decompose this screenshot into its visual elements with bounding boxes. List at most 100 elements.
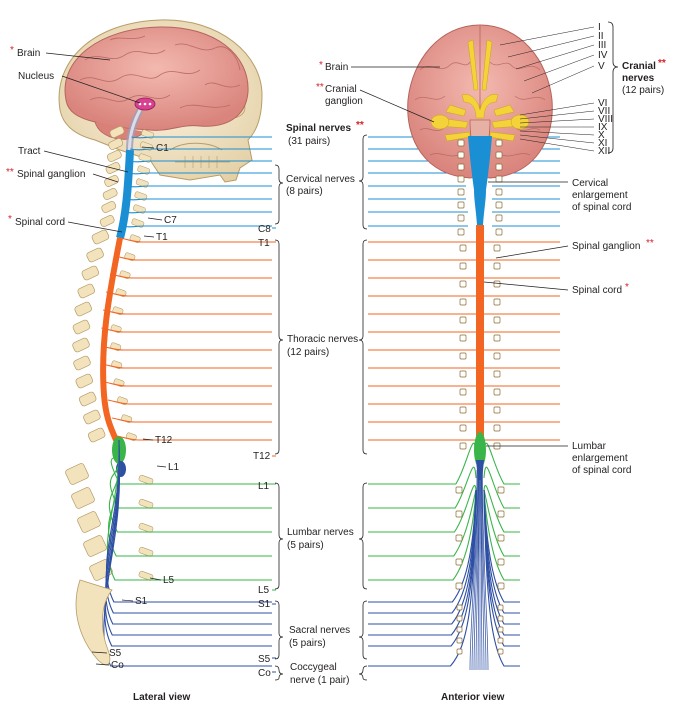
ganglion <box>493 262 501 270</box>
lateral-nerves <box>100 136 272 667</box>
lat-t12: T12 <box>155 435 173 446</box>
vertebra <box>78 391 97 407</box>
cervical-enlargement-1: Cervical <box>572 178 608 189</box>
vertebra <box>75 373 94 389</box>
ganglion <box>455 510 463 518</box>
lumbar-brace <box>274 482 284 590</box>
ganglion <box>495 151 503 159</box>
cranial-leader <box>519 102 595 116</box>
lateral-spinal-cord-star: * <box>8 214 12 225</box>
coccygeal-nerve-label: Coccygeal <box>290 662 337 673</box>
ganglion <box>459 316 467 324</box>
nucleus-label: Nucleus <box>18 71 54 82</box>
anterior-nerve-lumbar <box>368 484 477 533</box>
anterior-nerve-coccygeal <box>368 489 477 667</box>
vertebra <box>86 247 104 263</box>
lat-s5: S5 <box>109 648 122 659</box>
cauda-strand <box>480 469 483 671</box>
end-l5: L5 <box>258 585 270 596</box>
cervical-enlargement-3: of spinal cord <box>572 202 631 213</box>
end-co: Co <box>258 668 271 679</box>
lateral-nerve-cervical <box>128 160 272 163</box>
spinal-nerves-title: Spinal nerves <box>286 123 351 134</box>
vertebra <box>72 319 91 335</box>
lateral-nerve-coccygeal <box>103 439 272 667</box>
spinous-process <box>134 191 148 201</box>
vertebra <box>65 463 89 485</box>
vertebra <box>72 337 90 353</box>
ganglion <box>493 406 501 414</box>
lateral-view-caption: Lateral view <box>133 692 190 703</box>
ganglion <box>459 334 467 342</box>
lateral-nerve-cervical <box>131 136 272 139</box>
cranial-numeral: IX <box>598 122 608 133</box>
ganglion <box>497 510 505 518</box>
cauda-strand <box>481 469 487 671</box>
cranial-leader <box>519 110 595 120</box>
ganglion <box>493 370 501 378</box>
cranial-numeral: IV <box>598 50 608 61</box>
vertebra <box>73 355 91 371</box>
ganglion <box>493 352 501 360</box>
lumbar-enlargement-2: enlargement <box>572 453 628 464</box>
ganglion <box>457 201 465 209</box>
spinous-process <box>135 178 149 188</box>
ganglion <box>459 424 467 432</box>
cauda-strand <box>471 469 478 671</box>
ganglion <box>459 442 467 450</box>
ganglion <box>456 626 463 633</box>
ganglion <box>497 615 504 622</box>
cranial-leader <box>499 26 595 46</box>
ganglion <box>456 615 463 622</box>
cranial-leader <box>519 130 595 136</box>
cranial-leader <box>519 138 595 152</box>
ganglion <box>495 228 503 236</box>
anterior-spinal-ganglion-label: Spinal ganglion <box>572 241 640 252</box>
ganglion <box>455 582 463 590</box>
lat-s1: S1 <box>135 596 148 607</box>
cranial-nerves-star: ** <box>658 58 666 69</box>
cervical-enlargement-2: enlargement <box>572 190 628 201</box>
cranial-numeral: V <box>598 61 605 72</box>
cauda-strand <box>473 469 479 671</box>
lateral-nerve-thoracic <box>119 237 272 243</box>
cranial-leader <box>531 65 595 94</box>
anterior-nerve-right-coccygeal <box>483 489 520 667</box>
lateral-nerve-thoracic <box>107 399 272 405</box>
anterior-view: * Brain ** Cranial ganglion IIIIIIIVVVIV… <box>316 22 666 703</box>
cervical-nerves-label: Cervical nerves <box>286 174 355 185</box>
anterior-vertebrae <box>455 139 505 655</box>
cranial-numeral: XI <box>598 138 607 149</box>
lateral-nerve-thoracic <box>100 345 272 351</box>
spinal-nerve-level-lines <box>272 136 560 673</box>
thoracic-nerves-label: Thoracic nerves <box>287 334 358 345</box>
cranial-leader <box>507 35 595 58</box>
ganglion <box>495 188 503 196</box>
ganglion <box>495 175 503 183</box>
end-t12: T12 <box>253 451 271 462</box>
lateral-spinal-cord-label: Spinal cord <box>15 217 65 228</box>
cranial-leader <box>519 118 595 124</box>
lateral-brain-label: Brain <box>17 48 40 59</box>
lateral-nerve-thoracic <box>109 273 272 279</box>
cranial-numeral: VI <box>598 98 607 109</box>
lateral-nerve-thoracic <box>114 255 272 261</box>
lateral-nerve-lumbar <box>106 439 272 581</box>
cranial-ganglion-label-1: Cranial <box>325 84 357 95</box>
ganglion <box>457 175 465 183</box>
lat-t1: T1 <box>156 232 168 243</box>
spinous-process <box>138 153 152 163</box>
ganglion <box>497 534 505 542</box>
lateral-nerve-lumbar <box>110 449 272 485</box>
anterior-spinal-cord-label: Spinal cord <box>572 285 622 296</box>
vertebra <box>81 265 100 281</box>
ganglion <box>455 534 463 542</box>
cranial-numeral: X <box>598 130 605 141</box>
ganglion <box>457 188 465 196</box>
middle-labels: Spinal nerves ** (31 pairs) Cervical ner… <box>253 21 619 686</box>
sacral-nerves-count: (5 pairs) <box>289 638 326 649</box>
spinous-process <box>132 204 146 214</box>
vertebra <box>102 188 118 200</box>
lat-co: Co <box>111 660 124 671</box>
cauda-strand <box>480 469 485 671</box>
